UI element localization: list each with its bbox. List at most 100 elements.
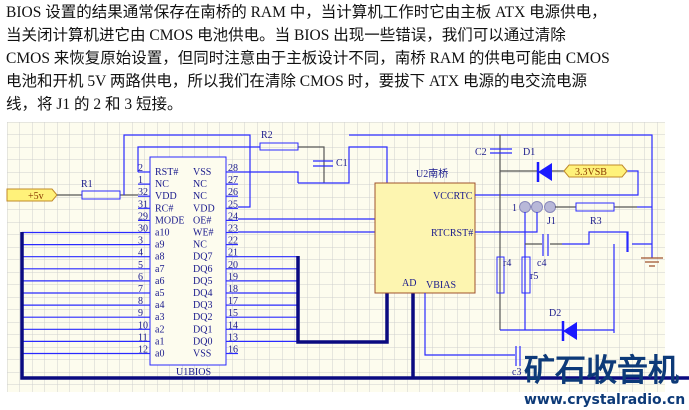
u1-right-pin-name: DQ6 bbox=[193, 264, 212, 275]
r4-resistor bbox=[496, 256, 505, 294]
u1-right-pin-name: NC bbox=[193, 191, 207, 202]
u1-left-pin-name: a5 bbox=[155, 288, 164, 299]
ground-icon bbox=[641, 257, 663, 267]
u1-right-pin-number: 21 bbox=[228, 248, 238, 259]
data-bus bbox=[296, 256, 389, 344]
u1-right-pin-name: NC bbox=[193, 240, 207, 251]
u1-right-pin-name: DQ4 bbox=[193, 288, 212, 299]
c2-capacitor bbox=[490, 148, 512, 154]
u1-left-pin-name: a3 bbox=[155, 312, 164, 323]
j1-label: J1 bbox=[547, 216, 556, 227]
u1-left-pin-number: 31 bbox=[138, 199, 148, 210]
u1-left-pin-number: 11 bbox=[138, 332, 148, 343]
c4-capacitor bbox=[542, 234, 549, 256]
r5-label: r5 bbox=[530, 271, 538, 282]
u1-left-pin-number: 2 bbox=[138, 163, 143, 174]
u1-left-pin-name: a7 bbox=[155, 264, 164, 275]
u1-right-pin-number: 13 bbox=[228, 332, 238, 343]
u1-right-pin-name: NC bbox=[193, 179, 207, 190]
c2-label: C2 bbox=[475, 147, 487, 158]
u1-right-pin-name: WE# bbox=[193, 228, 214, 239]
u1-right-pin-number: 22 bbox=[228, 236, 238, 247]
paragraph-line: 电池和开机 5V 两路供电，所以我们在清除 CMOS 时，要拔下 ATX 电源的… bbox=[6, 73, 587, 90]
u1-left-pin-name: a0 bbox=[155, 349, 164, 360]
address-bus bbox=[20, 232, 689, 380]
u1-right-pin-number: 25 bbox=[228, 199, 238, 210]
paragraph-line: CMOS 来恢复原始设置，但同时注意由于主板设计不同，南桥 RAM 的供电可能由… bbox=[6, 50, 610, 67]
watermark-logo: 矿石收音机 bbox=[524, 353, 679, 389]
u1-left-pin-number: 29 bbox=[138, 211, 148, 222]
u2-rtcrst-pin: RTCRST# bbox=[431, 228, 473, 239]
oe-we-wires bbox=[238, 218, 375, 233]
u2-southbridge bbox=[374, 182, 476, 294]
u1-left-pin-number: 10 bbox=[138, 320, 148, 331]
u1-right-pin-name: DQ7 bbox=[193, 252, 212, 263]
port-3v3vsb bbox=[563, 164, 628, 178]
u1-left-pin-name: a9 bbox=[155, 240, 164, 251]
u1-left-pin-number: 3 bbox=[138, 236, 143, 247]
u1-right-pin-number: 20 bbox=[228, 260, 238, 271]
r1-resistor bbox=[81, 190, 121, 200]
j1-pin-2 bbox=[531, 201, 543, 213]
u1-chip bbox=[149, 156, 227, 366]
u1-left-pin-name: a8 bbox=[155, 252, 164, 263]
watermark-url: www.crystalradio.cn bbox=[524, 392, 685, 408]
u1-right-pin-name: VDD bbox=[193, 203, 215, 214]
j1-pin1-label: 1 bbox=[512, 203, 517, 214]
u2-ad-pin: AD bbox=[402, 278, 416, 289]
u1-left-pin-name: RC# bbox=[155, 203, 173, 214]
u2-vbias-pin: VBIAS bbox=[426, 280, 456, 291]
vss-wire bbox=[238, 171, 299, 183]
u1-right-pin-number: 15 bbox=[228, 308, 238, 319]
u1-left-pin-name: a10 bbox=[155, 228, 169, 239]
u1-left-pin-name: a1 bbox=[155, 336, 164, 347]
u1-left-pin-number: 32 bbox=[138, 187, 148, 198]
r2-label: R2 bbox=[261, 130, 273, 141]
r3-label: R3 bbox=[590, 216, 602, 227]
u2-label: U2南桥 bbox=[416, 167, 448, 180]
u1-left-pin-number: 7 bbox=[138, 284, 143, 295]
u1-right-pin-name: DQ2 bbox=[193, 312, 212, 323]
top-wire bbox=[349, 134, 653, 258]
u1-label: U1BIOS bbox=[176, 367, 211, 378]
u1-right-pin-number: 14 bbox=[228, 320, 238, 331]
port-5v bbox=[6, 188, 58, 202]
d1-diode bbox=[538, 163, 552, 181]
c1-u2-wire bbox=[298, 146, 388, 184]
u2-vccrtc-pin: VCCRTC bbox=[433, 191, 473, 202]
u1-left-pin-name: a6 bbox=[155, 276, 164, 287]
u1-right-pin-number: 24 bbox=[228, 211, 238, 222]
d2-label: D2 bbox=[549, 308, 561, 319]
u1-right-pin-name: VSS bbox=[193, 167, 211, 178]
j1-pin-3 bbox=[544, 201, 556, 213]
u1-right-pin-name: OE# bbox=[193, 215, 211, 226]
paragraph: BIOS 设置的结果通常保存在南桥的 RAM 中，当计算机工作时它由主板 ATX… bbox=[6, 1, 686, 116]
j1-wires bbox=[475, 212, 538, 330]
u1-left-pin-number: 8 bbox=[138, 296, 143, 307]
u1-left-pin-number: 9 bbox=[138, 308, 143, 319]
r2-c1-wire bbox=[298, 146, 325, 183]
r2-resistor bbox=[259, 142, 299, 151]
u1-right-pin-name: DQ3 bbox=[193, 300, 212, 311]
u1-right-pin-number: 23 bbox=[228, 224, 238, 235]
u1-left-pin-number: 5 bbox=[138, 260, 143, 271]
d1-label: D1 bbox=[523, 147, 535, 158]
u1-left-pin-number: 4 bbox=[138, 248, 143, 259]
u1-right-pin-name: VSS bbox=[193, 349, 211, 360]
u1-right-pin-number: 18 bbox=[228, 284, 238, 295]
c4-label: c4 bbox=[537, 258, 546, 269]
c3-capacitor bbox=[515, 346, 521, 366]
r4-label: r4 bbox=[503, 258, 511, 269]
d2-diode bbox=[563, 322, 577, 340]
u1-right-pin-number: 16 bbox=[228, 345, 238, 356]
u1-right-pin-number: 26 bbox=[228, 187, 238, 198]
paragraph-line: 当关闭计算机进它由 CMOS 电池供电。当 BIOS 出现一些错误，我们可以通过… bbox=[6, 27, 566, 44]
u1-right-pin-name: DQ1 bbox=[193, 324, 212, 335]
u1-left-pin-number: 30 bbox=[138, 224, 148, 235]
c3-label: c3 bbox=[512, 367, 521, 378]
u1-right-pin-name: DQ0 bbox=[193, 336, 212, 347]
u1-left-pin-name: MODE bbox=[155, 215, 184, 226]
